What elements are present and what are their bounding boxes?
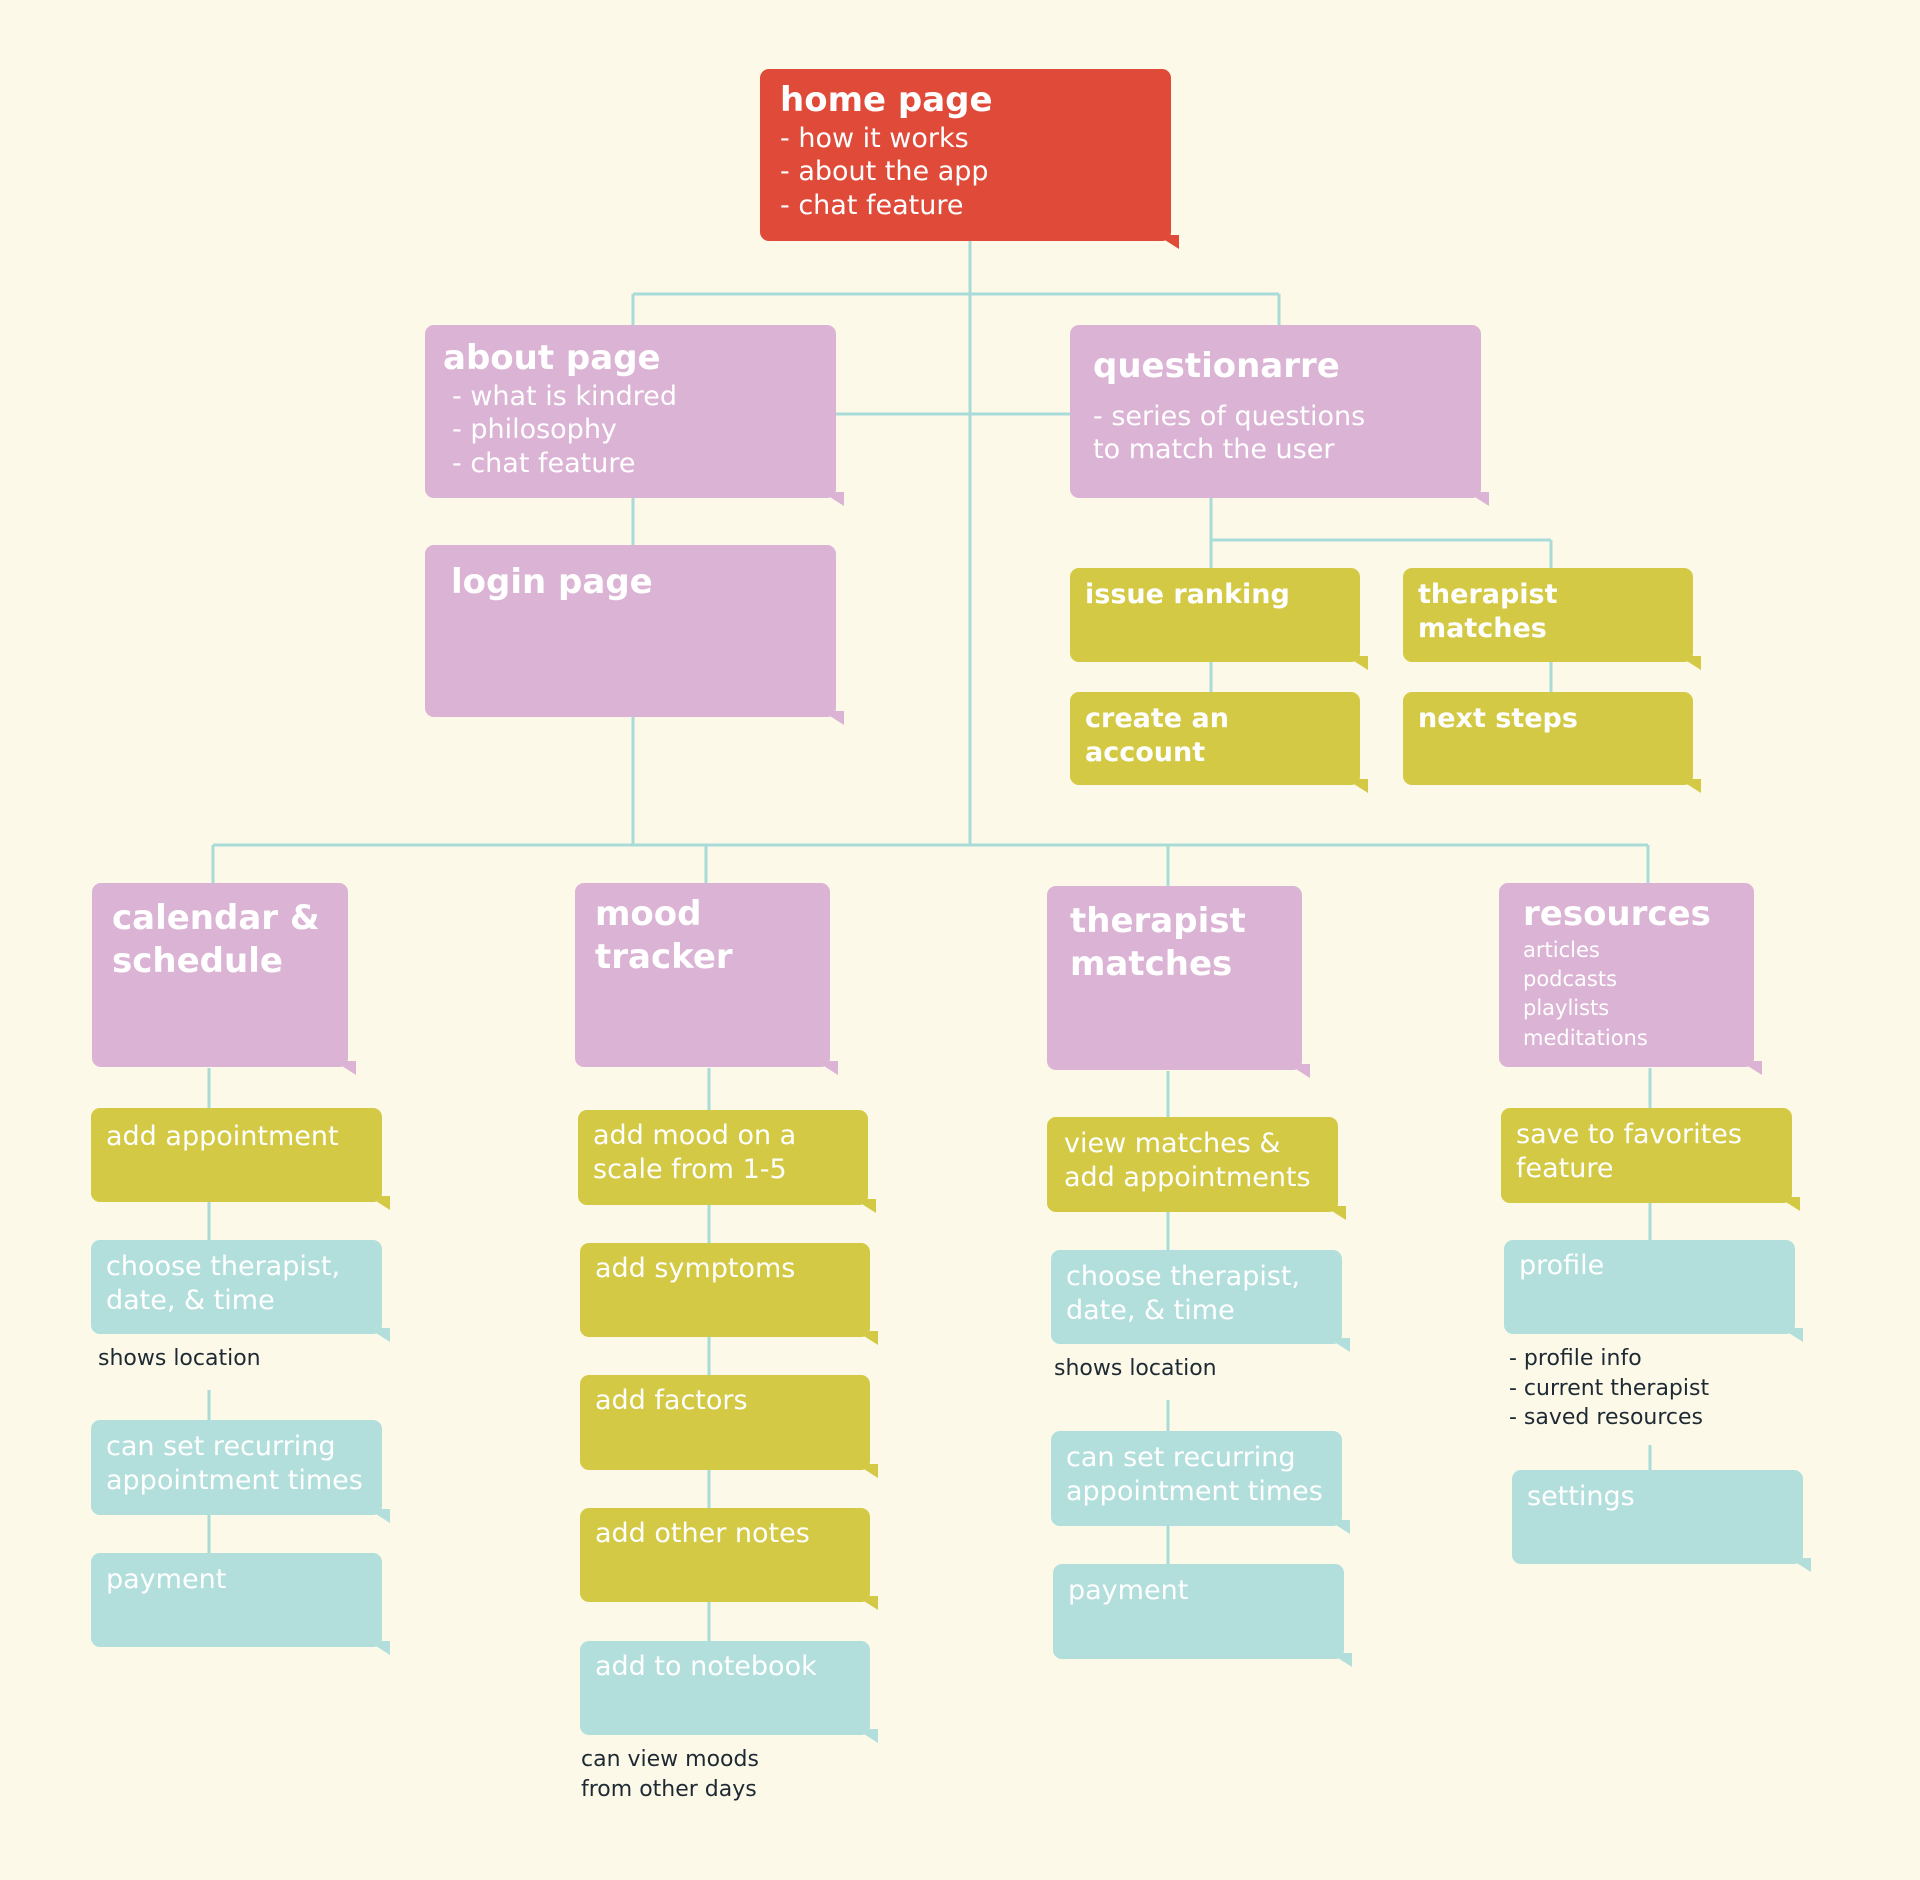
node-label-line: choose therapist,	[106, 1251, 341, 1282]
node-title: about page	[443, 338, 661, 378]
node-title: next steps	[1418, 703, 1578, 734]
login-page-node: login page	[425, 545, 844, 725]
node-label-line: feature	[1516, 1152, 1614, 1184]
note-line: from other days	[581, 1776, 757, 1802]
node-item: playlists	[1523, 996, 1610, 1021]
add-appointment-node: add appointment	[91, 1108, 390, 1210]
note-line: - profile info	[1509, 1346, 1642, 1371]
add-factors-node: add factors	[580, 1375, 878, 1478]
node-title: questionarre	[1093, 346, 1340, 386]
add-mood-node: add mood on a scale from 1-5	[578, 1110, 876, 1213]
mood-tracker-node: mood tracker	[575, 883, 838, 1075]
node-label: add to notebook	[595, 1651, 817, 1682]
node-title: issue ranking	[1085, 579, 1290, 610]
node-item: - philosophy	[452, 414, 617, 446]
questionnaire-node: questionarre - series of questions to ma…	[1070, 325, 1489, 506]
shows-location-note: shows location	[1054, 1354, 1217, 1384]
profile-details-note: - profile info - current therapist - sav…	[1509, 1344, 1709, 1433]
note-line: shows location	[1054, 1356, 1217, 1381]
calendar-schedule-node: calendar & schedule	[92, 883, 356, 1075]
next-steps-node: next steps	[1403, 692, 1701, 793]
about-page-node: about page - what is kindred - philosoph…	[425, 325, 844, 506]
node-label: add appointment	[106, 1121, 339, 1152]
home-page-node: home page - how it works - about the app…	[760, 69, 1179, 249]
choose-therapist-node: choose therapist, date, & time	[91, 1240, 390, 1342]
note-line: - saved resources	[1509, 1405, 1704, 1431]
node-title-line: schedule	[112, 940, 283, 981]
choose-therapist-node: choose therapist, date, & time	[1051, 1250, 1350, 1352]
payment-node: payment	[91, 1553, 390, 1655]
node-label-line: save to favorites	[1516, 1119, 1742, 1150]
therapist-matches-q-node: therapist matches	[1403, 568, 1701, 670]
node-label-line: view matches &	[1064, 1128, 1281, 1159]
recurring-appointments-node: can set recurring appointment times	[91, 1420, 390, 1523]
node-label-line: appointment times	[1066, 1475, 1323, 1507]
node-title-line: calendar &	[112, 898, 320, 938]
node-item: - how it works	[780, 122, 969, 154]
node-label: settings	[1527, 1481, 1635, 1512]
add-symptoms-node: add symptoms	[580, 1243, 878, 1345]
node-label: add symptoms	[595, 1253, 796, 1284]
node-label: add factors	[595, 1385, 748, 1416]
node-label-line: add mood on a	[593, 1120, 797, 1151]
node-label-line: date, & time	[106, 1284, 275, 1316]
node-label-line: choose therapist,	[1066, 1261, 1301, 1292]
node-item: - what is kindred	[452, 380, 678, 412]
node-label: payment	[106, 1564, 227, 1595]
node-title-line: matches	[1070, 943, 1233, 984]
settings-node: settings	[1512, 1470, 1811, 1572]
therapist-matches-node: therapist matches	[1047, 886, 1310, 1078]
add-other-notes-node: add other notes	[580, 1508, 878, 1610]
node-label-line: can set recurring	[106, 1431, 336, 1462]
note-line: can view moods	[581, 1747, 759, 1772]
node-item: - series of questions	[1093, 400, 1366, 432]
shows-location-note: shows location	[98, 1344, 261, 1374]
recurring-appointments-node: can set recurring appointment times	[1051, 1431, 1350, 1534]
save-to-favorites-node: save to favorites feature	[1501, 1108, 1800, 1211]
node-label-line: date, & time	[1066, 1294, 1235, 1326]
node-item: - chat feature	[780, 190, 964, 221]
node-label-line: scale from 1-5	[593, 1153, 787, 1185]
node-item: podcasts	[1523, 966, 1618, 991]
view-matches-node: view matches & add appointments	[1047, 1117, 1346, 1220]
node-title: login page	[451, 562, 653, 602]
node-label: profile	[1519, 1250, 1605, 1281]
node-title-line: tracker	[595, 936, 733, 977]
node-title: create an account	[1085, 703, 1229, 768]
payment-node: payment	[1053, 1564, 1352, 1667]
create-account-node: create an account	[1070, 692, 1368, 793]
node-title-line: therapist	[1070, 901, 1246, 941]
issue-ranking-node: issue ranking	[1070, 568, 1368, 670]
node-label-line: appointment times	[106, 1464, 363, 1496]
node-label: payment	[1068, 1575, 1189, 1606]
node-label-line: add appointments	[1064, 1161, 1311, 1193]
node-title: home page	[780, 80, 993, 120]
node-item: articles	[1523, 937, 1600, 962]
node-item: - about the app	[780, 156, 989, 188]
node-item: meditations	[1523, 1025, 1648, 1050]
node-label-line: can set recurring	[1066, 1442, 1296, 1473]
note-line: - current therapist	[1509, 1375, 1710, 1401]
add-to-notebook-node: add to notebook	[580, 1641, 878, 1743]
node-title: therapist matches	[1418, 579, 1558, 644]
node-title-line: mood	[595, 894, 702, 934]
profile-node: profile	[1504, 1240, 1803, 1342]
node-title: resources	[1523, 894, 1711, 934]
note-line: shows location	[98, 1346, 261, 1371]
node-item: - chat feature	[452, 448, 636, 479]
view-moods-note: can view moods from other days	[581, 1745, 759, 1804]
node-label: add other notes	[595, 1518, 810, 1549]
resources-node: resources articles podcasts playlists me…	[1499, 883, 1762, 1075]
node-item: to match the user	[1093, 434, 1335, 466]
